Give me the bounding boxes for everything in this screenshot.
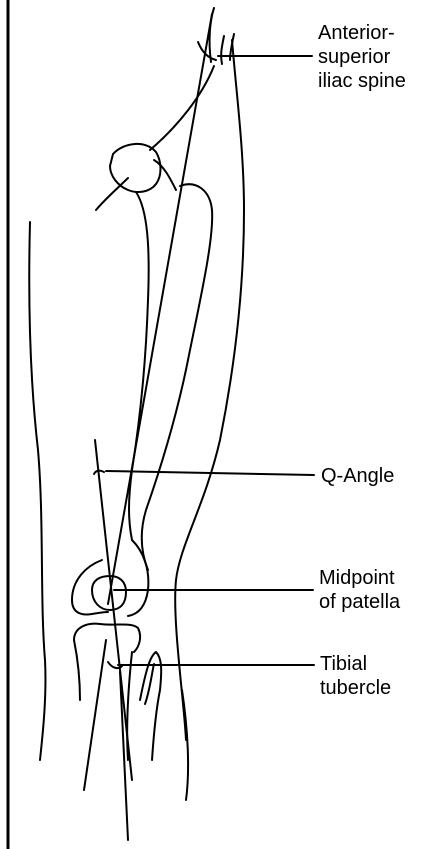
tibial-axis-line bbox=[84, 640, 106, 790]
femoral-condyle-right bbox=[128, 540, 148, 616]
label-q-angle: Q-Angle bbox=[321, 464, 394, 488]
label-midpoint-of-patella: Midpoint of patella bbox=[319, 566, 400, 614]
label-anterior-superior-iliac-spine: Anterior- superior iliac spine bbox=[318, 21, 406, 93]
label-tibial-tubercle: Tibial tubercle bbox=[320, 652, 391, 700]
tibial-plateau bbox=[74, 624, 140, 652]
leg-outline-right bbox=[175, 40, 244, 740]
pelvis-line-3 bbox=[221, 36, 224, 64]
femoral-neck bbox=[154, 160, 176, 190]
femoral-head bbox=[110, 144, 161, 192]
femoral-condyle-left bbox=[72, 560, 108, 614]
quadriceps-line-of-pull bbox=[95, 440, 132, 780]
hip-line bbox=[96, 178, 128, 210]
fibula-outer bbox=[140, 652, 161, 760]
pelvis-line-5 bbox=[150, 66, 214, 150]
tibia-left-edge bbox=[74, 640, 80, 700]
femur-shaft-lateral bbox=[142, 184, 212, 570]
femur-shaft-medial bbox=[129, 192, 149, 540]
leg-outline-left bbox=[29, 222, 45, 760]
